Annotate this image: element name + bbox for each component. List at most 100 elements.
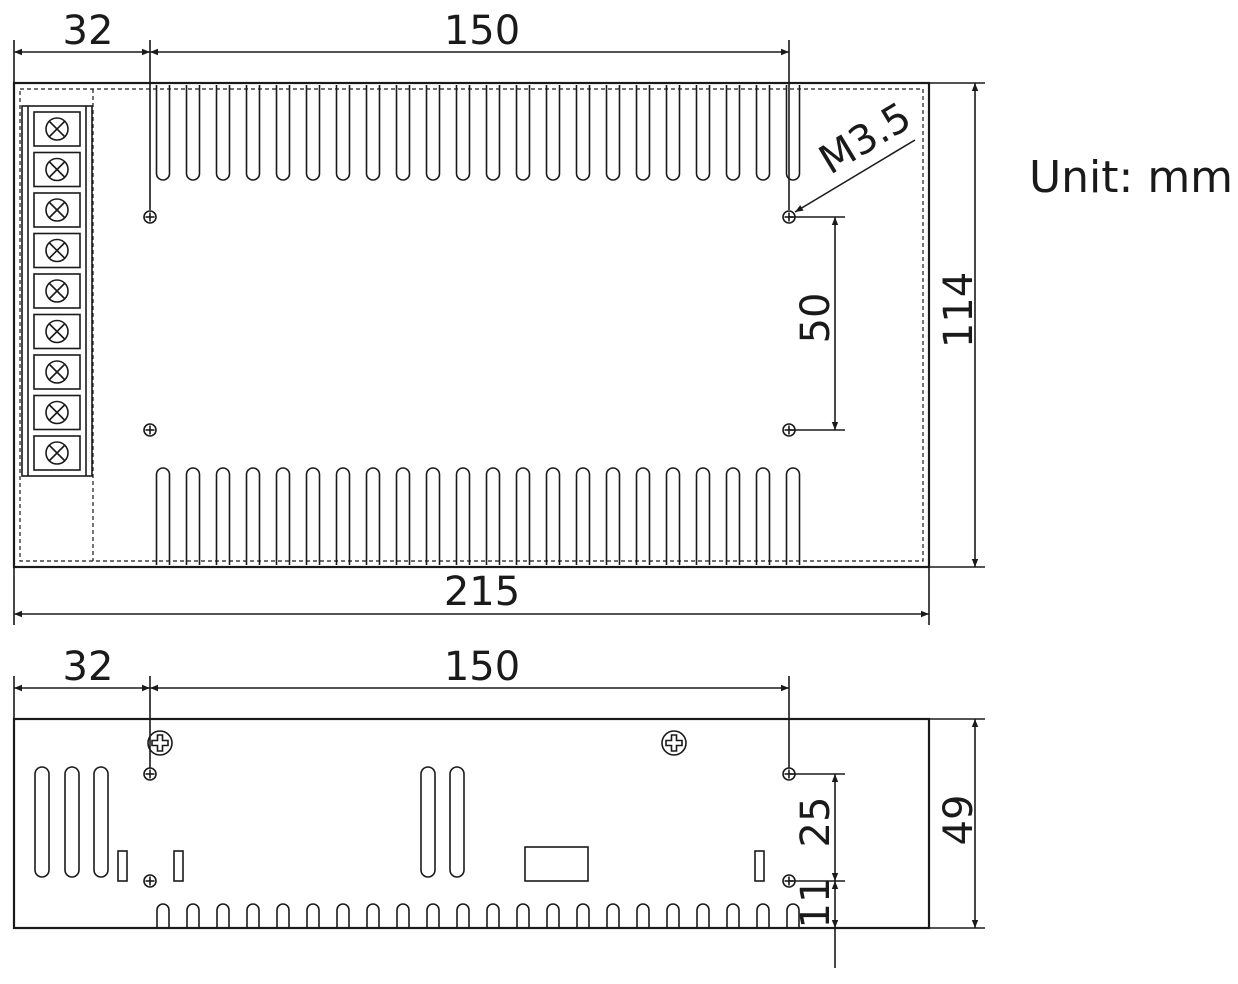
top-vent-slot bbox=[605, 85, 621, 181]
terminal-cell bbox=[33, 192, 81, 228]
dim-label-25: 25 bbox=[793, 797, 839, 848]
side-small-slot bbox=[173, 850, 184, 882]
terminal-block-frame bbox=[21, 105, 93, 477]
side-bottom-vent bbox=[606, 903, 620, 927]
dim-label-32: 32 bbox=[63, 8, 114, 54]
terminal-screw-cross bbox=[48, 120, 66, 138]
terminal-cell bbox=[33, 232, 81, 269]
dim-label-32: 32 bbox=[63, 644, 114, 690]
side-left-slots bbox=[34, 766, 109, 878]
side-bottom-vents bbox=[156, 903, 800, 927]
bottom-vent-slot bbox=[425, 467, 441, 565]
top-vent-slot bbox=[245, 85, 261, 181]
side-middle-slots bbox=[420, 766, 465, 878]
side-bottom-vent bbox=[156, 903, 170, 927]
side-bottom-vent bbox=[756, 903, 770, 927]
bottom-vent-slot bbox=[605, 467, 621, 565]
screw-leader-line bbox=[794, 139, 916, 213]
side-bottom-vent bbox=[246, 903, 260, 927]
dim-label-215: 215 bbox=[444, 569, 520, 615]
side-bottom-vent bbox=[516, 903, 530, 927]
terminal-screw-icon bbox=[45, 198, 69, 222]
terminal-cell bbox=[33, 151, 81, 188]
side-bottom-vent bbox=[426, 903, 440, 927]
side-bottom-vent bbox=[366, 903, 380, 927]
terminal-screw-icon bbox=[45, 279, 69, 303]
top-vent-slot bbox=[425, 85, 441, 181]
bottom-vent-slot bbox=[155, 467, 171, 565]
mounting-hole bbox=[143, 874, 157, 888]
top-vent-slot bbox=[185, 85, 201, 181]
terminal-screw-cross bbox=[48, 161, 66, 178]
bottom-vent-slot bbox=[335, 467, 351, 565]
terminal-screw-cross bbox=[48, 201, 66, 219]
side-bottom-vent bbox=[336, 903, 350, 927]
top-vent-slot bbox=[725, 85, 741, 181]
screw-cross bbox=[665, 734, 683, 752]
mounting-hole bbox=[143, 210, 157, 224]
terminal-screw-icon bbox=[45, 360, 69, 384]
side-vent-slot bbox=[64, 766, 80, 878]
side-bottom-vent bbox=[546, 903, 560, 927]
side-vent-slot bbox=[420, 766, 436, 878]
top-vent-slot bbox=[665, 85, 681, 181]
screw-head-icon bbox=[147, 730, 173, 756]
terminal-cell bbox=[33, 111, 81, 147]
terminal-cell bbox=[33, 273, 81, 309]
terminal-screw-icon bbox=[45, 319, 69, 344]
bottom-vent-slot bbox=[215, 467, 231, 565]
terminal-screw-icon bbox=[45, 238, 69, 263]
screw-head-icon bbox=[661, 730, 687, 756]
bottom-vent-slot bbox=[485, 467, 501, 565]
side-bottom-vent bbox=[576, 903, 590, 927]
top-vents-upper bbox=[155, 85, 801, 181]
terminal-screw-cross bbox=[48, 282, 66, 300]
top-vent-slot bbox=[155, 85, 171, 181]
hole-circle bbox=[143, 210, 157, 224]
top-vent-slot bbox=[515, 85, 531, 181]
side-bottom-vent bbox=[216, 903, 230, 927]
side-mounting-holes bbox=[143, 767, 796, 888]
bottom-vent-slot bbox=[365, 467, 381, 565]
side-view-outline bbox=[12, 717, 931, 930]
top-vent-slot bbox=[755, 85, 771, 181]
bottom-vent-slot bbox=[545, 467, 561, 565]
bottom-vent-slot bbox=[635, 467, 651, 565]
dim-label-50: 50 bbox=[793, 293, 839, 344]
terminal-screw-icon bbox=[45, 157, 69, 182]
bottom-vent-slot bbox=[725, 467, 741, 565]
side-small-slot bbox=[754, 850, 765, 882]
bottom-vent-slot bbox=[395, 467, 411, 565]
top-mounting-holes bbox=[143, 210, 796, 437]
side-window bbox=[524, 846, 589, 882]
top-vent-slot bbox=[335, 85, 351, 181]
unit-label: Unit: mm bbox=[1029, 152, 1233, 203]
terminal-screw-cross bbox=[48, 404, 66, 421]
side-bottom-vent bbox=[786, 903, 800, 927]
screw-cross bbox=[151, 734, 169, 752]
mounting-hole bbox=[143, 423, 157, 437]
terminal-screw-cross bbox=[48, 363, 66, 381]
top-vent-slot bbox=[365, 85, 381, 181]
terminal-screw-cross bbox=[48, 323, 66, 340]
top-vent-slot bbox=[545, 85, 561, 181]
top-view-outline bbox=[12, 81, 931, 569]
dim-label-150: 150 bbox=[444, 644, 520, 690]
bottom-vent-slot bbox=[695, 467, 711, 565]
terminal-cell bbox=[33, 435, 81, 471]
dim-label-49: 49 bbox=[936, 795, 982, 846]
side-bottom-vent bbox=[666, 903, 680, 927]
top-vent-slot bbox=[785, 85, 801, 181]
top-view-inner-outline bbox=[19, 88, 924, 562]
dim-label-11: 11 bbox=[793, 878, 839, 929]
bottom-vent-slot bbox=[665, 467, 681, 565]
side-bottom-vent bbox=[276, 903, 290, 927]
side-bottom-vent bbox=[396, 903, 410, 927]
side-bottom-vent bbox=[726, 903, 740, 927]
side-bottom-vent bbox=[186, 903, 200, 927]
side-bottom-vent bbox=[306, 903, 320, 927]
terminal-screw-cross bbox=[48, 242, 66, 259]
top-vent-slot bbox=[305, 85, 321, 181]
side-vent-slot bbox=[449, 766, 465, 878]
dim-label-150: 150 bbox=[444, 8, 520, 54]
